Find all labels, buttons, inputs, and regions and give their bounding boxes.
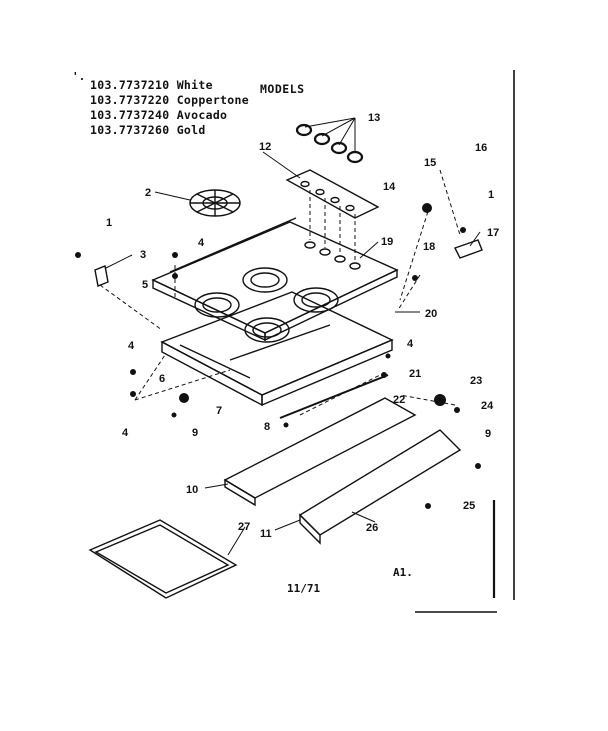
callout: 6 bbox=[159, 373, 165, 385]
callout: 24 bbox=[481, 400, 494, 412]
model-row: 103.7737240 Avocado bbox=[90, 108, 228, 122]
cooktop-top bbox=[151, 217, 399, 343]
burner-grate bbox=[189, 189, 241, 217]
knobs bbox=[295, 123, 364, 164]
callout: 18 bbox=[423, 241, 435, 253]
callout: 8 bbox=[264, 421, 270, 433]
callout: 25 bbox=[463, 500, 475, 512]
callout: 3 bbox=[140, 249, 146, 261]
callout: 10 bbox=[186, 484, 198, 496]
callout: 2 bbox=[145, 187, 151, 199]
leader-lines bbox=[99, 169, 461, 416]
callout: 7 bbox=[216, 405, 222, 417]
burner-box bbox=[160, 291, 394, 407]
model-row: 103.7737220 Coppertone bbox=[90, 93, 249, 107]
front-panel bbox=[298, 429, 462, 545]
date-code: 11/71 bbox=[287, 582, 321, 595]
callout: 4 bbox=[122, 427, 129, 439]
callout: 23 bbox=[470, 375, 482, 387]
model-row: 103.7737210 White bbox=[90, 78, 213, 92]
models-label: MODELS bbox=[260, 82, 305, 96]
callout-leaders bbox=[105, 117, 481, 556]
callout: 5 bbox=[142, 279, 148, 291]
tick-mark: '. bbox=[72, 70, 86, 83]
control-panel bbox=[285, 169, 380, 219]
bracket-right bbox=[454, 239, 483, 259]
callout: 19 bbox=[381, 236, 393, 248]
callout: 1 bbox=[106, 217, 112, 229]
callout: 11 bbox=[260, 528, 272, 540]
callout: 26 bbox=[366, 522, 378, 534]
callout: 4 bbox=[407, 338, 414, 350]
trim-strip bbox=[279, 374, 389, 419]
callout: 16 bbox=[475, 142, 487, 154]
callout: 12 bbox=[259, 141, 271, 153]
callout: 15 bbox=[424, 157, 436, 169]
callout: 21 bbox=[409, 368, 421, 380]
callout: 9 bbox=[485, 428, 491, 440]
callout: 4 bbox=[198, 237, 205, 249]
callout: 27 bbox=[238, 521, 250, 533]
callout: 20 bbox=[425, 308, 437, 320]
model-row: 103.7737260 Gold bbox=[90, 123, 206, 137]
callout: 9 bbox=[192, 427, 198, 439]
bottom-pan bbox=[223, 397, 417, 507]
drip-tray bbox=[88, 519, 238, 599]
models-list: 103.7737210 White 103.7737220 Coppertone… bbox=[90, 78, 249, 138]
sheet-code: A1. bbox=[393, 566, 413, 579]
callout-numbers: 1 2 3 4 5 4 6 7 9 4 8 10 11 27 12 13 14 … bbox=[106, 112, 499, 540]
bracket bbox=[94, 265, 109, 287]
callout: 1 bbox=[488, 189, 494, 201]
callout: 17 bbox=[487, 227, 499, 239]
callout: 22 bbox=[393, 394, 405, 406]
callout: 4 bbox=[128, 340, 135, 352]
callout: 14 bbox=[383, 181, 396, 193]
callout: 13 bbox=[368, 112, 380, 124]
hardware bbox=[75, 203, 481, 509]
